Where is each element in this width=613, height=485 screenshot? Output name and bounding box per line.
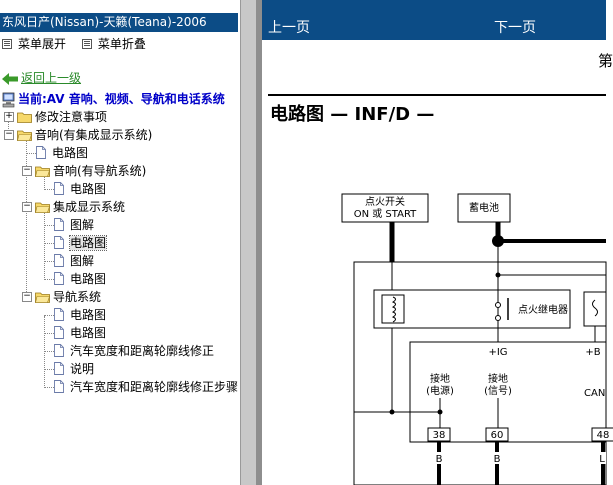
pin-48: 48 (597, 430, 610, 441)
document-icon (54, 380, 64, 393)
current-section: 当前:AV 音响、视频、导航和电话系统 (2, 90, 225, 108)
ground-power-label-1: 接地 (430, 372, 450, 385)
page-header-area (262, 40, 606, 88)
manual-title: 东风日产(Nissan)-天籁(Teana)-2006 (0, 13, 238, 32)
document-icon (36, 146, 46, 159)
tree-item-illustration[interactable]: 图解 (54, 252, 94, 270)
collapse-toggle[interactable]: − (4, 129, 14, 140)
tree-item-label: 音响(有导航系统) (53, 164, 147, 178)
battery-label: 蓄电池 (469, 201, 499, 214)
tree-item-description[interactable]: 说明 (54, 360, 94, 378)
tree-item-width-distance-correction-steps[interactable]: 汽车宽度和距离轮廓线修正步骤 (54, 378, 238, 396)
tree-item-label: 图解 (70, 218, 95, 232)
wiring-diagram: 点火开关 ON 或 START 蓄电池 点火继电器 +IG (341, 193, 613, 485)
pin-60: 60 (491, 430, 504, 441)
document-icon (54, 236, 64, 249)
tree-item-label: 电路图 (70, 326, 107, 340)
computer-icon (2, 92, 15, 107)
relay-label: 点火继电器 (518, 303, 568, 316)
tree-item-wiring-diagram[interactable]: 电路图 (54, 270, 106, 288)
page-navigation-bar: 上一页 下一页 (262, 0, 606, 40)
document-title: 电路图 — INF/D — (270, 104, 435, 125)
content-panel: 上一页 下一页 第 电路图 — INF/D — 点火开关 ON 或 START … (262, 0, 613, 485)
back-arrow-icon (2, 72, 18, 85)
controller-box (409, 341, 607, 443)
document-icon (54, 254, 64, 267)
battery-box (457, 193, 511, 223)
tree-item-wiring-diagram[interactable]: 电路图 (54, 180, 106, 198)
back-link-label: 返回上一级 (21, 71, 82, 85)
ground-power-label-2: (电源) (426, 384, 454, 397)
frame-border (256, 0, 262, 485)
ignition-switch-label-1: 点火开关 (365, 195, 405, 208)
page-header-text: 第 (598, 52, 613, 70)
ignition-switch-box (341, 193, 429, 223)
tree-item-label: 集成显示系统 (53, 200, 126, 214)
wire-color-b2: B (494, 454, 501, 465)
collapse-toggle[interactable]: − (22, 165, 32, 176)
tree-item-label: 导航系统 (53, 290, 102, 304)
wire-color-l: L (599, 454, 605, 465)
tree-item-label: 汽车宽度和距离轮廓线修正步骤 (70, 380, 239, 394)
tree-item-illustration[interactable]: 图解 (54, 216, 94, 234)
tree-item-wiring-diagram-selected[interactable]: 电路图 (54, 234, 108, 252)
expand-menu-button[interactable]: 菜单展开 (2, 35, 66, 53)
document-icon (54, 182, 64, 195)
tree-item-label: 电路图 (68, 235, 108, 251)
next-page-button[interactable]: 下一页 (494, 20, 536, 36)
collapse-toggle[interactable]: − (22, 291, 32, 302)
expand-menu-label: 菜单展开 (18, 37, 67, 51)
ig-label: +IG (488, 347, 507, 358)
tree-item-label: 图解 (70, 254, 95, 268)
tree-item-label: 电路图 (52, 146, 89, 160)
tree-item-label: 汽车宽度和距离轮廓线修正 (70, 344, 215, 358)
tree-item-label: 修改注意事项 (35, 110, 108, 124)
tree-item-label: 音响(有集成显示系统) (35, 128, 153, 142)
previous-page-button[interactable]: 上一页 (268, 20, 310, 36)
frame-divider[interactable] (240, 0, 257, 485)
can-label: CAN (584, 388, 605, 399)
document-icon (54, 344, 64, 357)
current-section-label: 当前:AV 音响、视频、导航和电话系统 (18, 92, 225, 106)
wire-color-b1: B (436, 454, 443, 465)
menu-row: 菜单展开 菜单折叠 (0, 35, 156, 53)
ground-signal-label-1: 接地 (488, 372, 508, 385)
ground-signal-label-2: (信号) (484, 385, 512, 397)
ignition-relay-box (373, 289, 571, 329)
document-icon (54, 362, 64, 375)
document-icon (54, 326, 64, 339)
tree-item-label: 电路图 (70, 308, 107, 322)
header-rule (268, 94, 606, 96)
tree-item-wiring-diagram[interactable]: 电路图 (54, 324, 106, 342)
list-icon (81, 38, 92, 49)
document-icon (54, 218, 64, 231)
back-link[interactable]: 返回上一级 (2, 69, 81, 87)
tree-item-label: 说明 (70, 362, 95, 376)
open-folder-icon (35, 166, 50, 177)
open-folder-icon (17, 130, 32, 141)
open-folder-icon (35, 292, 50, 303)
collapse-menu-label: 菜单折叠 (97, 37, 146, 51)
tree-item-wiring-diagram[interactable]: 电路图 (54, 306, 106, 324)
collapse-menu-button[interactable]: 菜单折叠 (81, 35, 146, 53)
tree-item-wiring-diagram[interactable]: 电路图 (36, 144, 88, 162)
expand-toggle[interactable]: + (4, 111, 14, 122)
navigation-panel: 东风日产(Nissan)-天籁(Teana)-2006 菜单展开 菜单折叠 返回… (0, 0, 240, 485)
folder-icon (17, 112, 32, 123)
ignition-switch-label-2: ON 或 START (354, 208, 417, 220)
tree-item-label: 电路图 (70, 272, 107, 286)
document-icon (54, 308, 64, 321)
collapse-toggle[interactable]: − (22, 201, 32, 212)
tree-item-width-distance-correction[interactable]: 汽车宽度和距离轮廓线修正 (54, 342, 214, 360)
b-label: +B (585, 347, 600, 358)
document-icon (54, 272, 64, 285)
pin-38: 38 (433, 430, 446, 441)
tree-item-label: 电路图 (70, 182, 107, 196)
list-icon (2, 38, 12, 49)
open-folder-icon (35, 202, 50, 213)
